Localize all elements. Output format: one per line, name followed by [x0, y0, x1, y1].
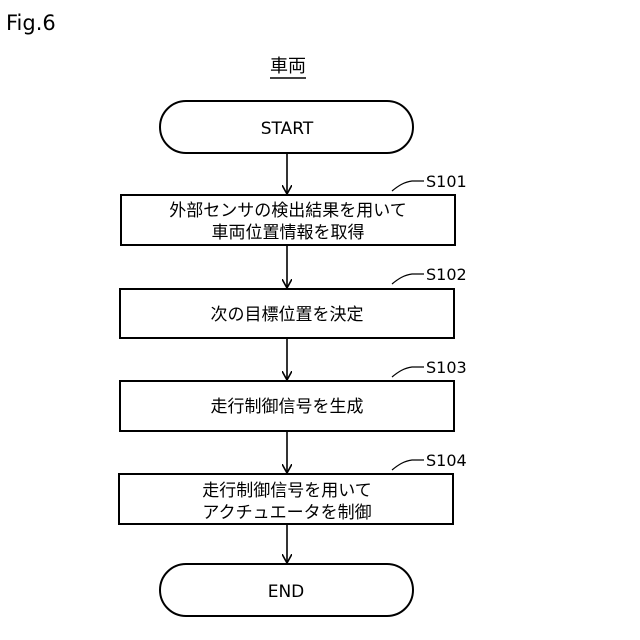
s103-step-label: S103: [426, 358, 467, 377]
start-terminal: START: [160, 101, 413, 153]
s101-line-1: 外部センサの検出結果を用いて: [169, 201, 407, 221]
s102-leader-line: [392, 274, 424, 284]
s104-line-2: アクチュエータを制御: [202, 503, 371, 523]
process-step-s103: 走行制御信号を生成: [120, 381, 454, 431]
s104-step-label: S104: [426, 451, 467, 470]
figure-label: Fig.6: [6, 11, 56, 35]
s102-step-label: S102: [426, 265, 467, 284]
s104-leader-line: [392, 460, 424, 470]
end-terminal: END: [160, 564, 413, 616]
s102-line-1: 次の目標位置を決定: [211, 305, 364, 325]
s103-line-1: 走行制御信号を生成: [211, 397, 364, 417]
flowchart-title: 車両: [270, 56, 306, 78]
s101-line-2: 車両位置情報を取得: [212, 223, 365, 243]
s101-leader-line: [392, 181, 424, 191]
process-step-s101: 外部センサの検出結果を用いて 車両位置情報を取得: [121, 195, 455, 245]
s104-line-1: 走行制御信号を用いて: [202, 481, 372, 501]
end-label: END: [268, 582, 305, 602]
start-label: START: [261, 119, 314, 139]
process-step-s102: 次の目標位置を決定: [120, 289, 454, 338]
process-step-s104: 走行制御信号を用いて アクチュエータを制御: [119, 474, 453, 524]
s101-step-label: S101: [426, 172, 467, 191]
s103-leader-line: [392, 367, 424, 377]
flowchart-title-text: 車両: [270, 56, 306, 77]
